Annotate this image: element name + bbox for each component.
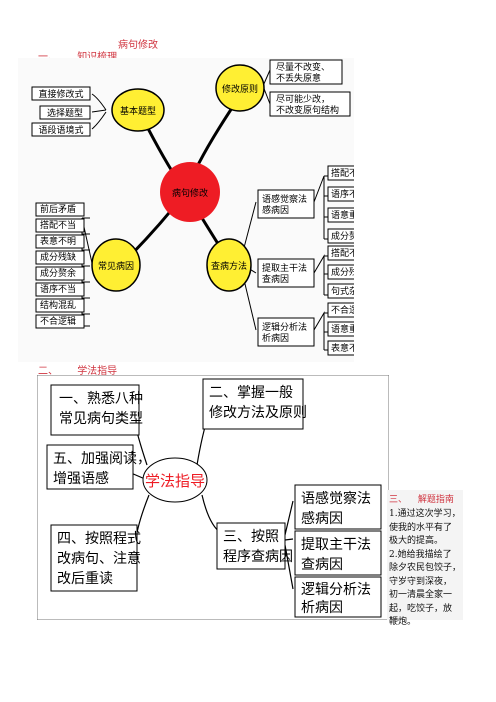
method-item: 不合逻辑 [331, 304, 354, 316]
cause-item-box [35, 218, 85, 233]
cause-item-box [35, 202, 85, 217]
cause-item-box [35, 282, 85, 297]
cause-item-box [35, 298, 85, 313]
method-item-box [327, 340, 354, 356]
principle-item: 尽可能少改，不改变原句结构 [276, 93, 339, 116]
hub-basic-types-label: 基本题型 [120, 105, 156, 117]
method-label: 逻辑分析法析病因 [262, 321, 307, 344]
section-1-title: 知识梳理 [77, 52, 118, 63]
cause-item-box [35, 266, 85, 281]
cause-item: 成分残缺 [40, 251, 76, 263]
section-2-title: 学法指导 [77, 366, 118, 377]
method-label: 语感觉察法感病因 [262, 193, 307, 216]
guide-sub-2: 提取主干法查病因 [301, 537, 371, 573]
method-item: 成分残缺 [331, 266, 354, 278]
method-label: 提取主干法查病因 [262, 262, 307, 285]
guide-line: 极大的提高。 [389, 536, 444, 546]
method-item-box [327, 245, 354, 261]
guide-line: 使我的水平有了 [389, 522, 453, 533]
guide-center-label: 学法指导 [145, 472, 205, 490]
section-3-title: 解题指南 [417, 495, 454, 505]
guide-line: 2.她给我描绘了 [389, 549, 452, 560]
method-item-box [327, 264, 354, 280]
hub-principles [215, 64, 265, 112]
guide-node-3: 三、按照程序查病因 [223, 529, 293, 565]
solution-guide-box: 三、 解题指南 1.通过这次学习， 使我的水平有了极大的提高。 2.她给我描绘了除夕… [387, 490, 463, 627]
basic-item: 语段语境式 [38, 124, 83, 136]
hub-common-causes [91, 238, 141, 292]
section-3-heading: 三、 解题指南 [387, 490, 463, 508]
method-item-box [327, 302, 354, 318]
center-label: 病句修改 [172, 187, 208, 199]
method-item: 语序不当 [331, 188, 354, 200]
method-item-box [327, 321, 354, 337]
page-title: 病句修改 [118, 40, 158, 51]
hub-check-methods-label: 查病方法 [211, 260, 247, 272]
basic-item: 选择题型 [47, 107, 83, 119]
center-node [160, 162, 220, 222]
guide-node-1: 一、熟悉八种常见病句类型 [59, 391, 143, 427]
guide-node-2: 二、掌握一般修改方法及原则 [209, 385, 307, 421]
cause-item: 前后矛盾 [40, 203, 76, 215]
guide-line: 鞭炮。 [389, 617, 417, 627]
method-item-box [327, 228, 354, 244]
guide-sub-3: 逻辑分析法析病因 [301, 582, 371, 616]
method-item: 表意不明 [331, 342, 354, 354]
guide-node-4: 四、按照程式改病句、注意改后重读 [57, 531, 141, 587]
guide-line: 守岁守到深夜， [389, 576, 453, 587]
method-item-box [327, 207, 354, 223]
section-3-number: 三、 [389, 495, 408, 505]
cause-item: 不合逻辑 [40, 315, 76, 327]
cause-item-box [35, 314, 85, 329]
section-1-heading: 一、 知识梳理 [38, 48, 117, 63]
solution-guide-text: 1.通过这次学习， 使我的水平有了极大的提高。 2.她给我描绘了除夕农民包饺子， 守岁… [387, 508, 463, 630]
section-1-number: 一、 [38, 52, 58, 63]
guide-line: 起，吃饺子，放 [389, 603, 453, 614]
guide-sub-1: 语感觉察法感病因 [301, 490, 371, 527]
guide-node-5: 五、加强阅读，增强语感 [53, 450, 151, 487]
guide-line: 除夕农民包饺子， [389, 563, 462, 573]
cause-item: 搭配不当 [40, 219, 76, 231]
cause-item-box [35, 250, 85, 265]
method-item: 搭配不当 [331, 247, 354, 259]
method-item: 语意重复 [331, 323, 354, 335]
hub-principles-label: 修改原则 [222, 83, 258, 95]
knowledge-mindmap: 病句修改 基本题型 修改原则 常见病因 查病方法 直接修改式 选择题型 语段语境… [18, 58, 354, 362]
method-item: 搭配不当 [331, 167, 354, 179]
method-item: 语意重复 [331, 209, 354, 221]
method-item-box [327, 283, 354, 299]
cause-item: 表意不明 [40, 235, 76, 247]
study-guide-mindmap: 学法指导 一、熟悉八种常见病句类型 二、掌握一般修改方法及原则 五、加强阅读，增… [37, 375, 389, 620]
section-2-number: 二、 [38, 366, 58, 377]
hub-check-methods [206, 238, 252, 292]
method-item-box [327, 186, 354, 202]
cause-item-box [35, 234, 85, 249]
hub-common-causes-label: 常见病因 [98, 260, 134, 272]
cause-item: 语序不当 [40, 283, 76, 295]
method-item-box [327, 165, 354, 181]
guide-line: 1.通过这次学习， [389, 509, 461, 519]
cause-item: 结构混乱 [40, 299, 76, 311]
hub-basic-types [111, 88, 165, 132]
basic-item: 直接修改式 [38, 88, 83, 100]
cause-item: 成分赘余 [40, 267, 76, 279]
method-item: 句式杂糅 [331, 285, 354, 297]
section-2-heading: 二、 学法指导 [38, 362, 117, 377]
principle-item: 尽量不改变、不丢失原意 [276, 61, 330, 84]
method-item: 成分赘余 [331, 230, 354, 242]
guide-line: 初一清晨全家一 [389, 590, 453, 600]
